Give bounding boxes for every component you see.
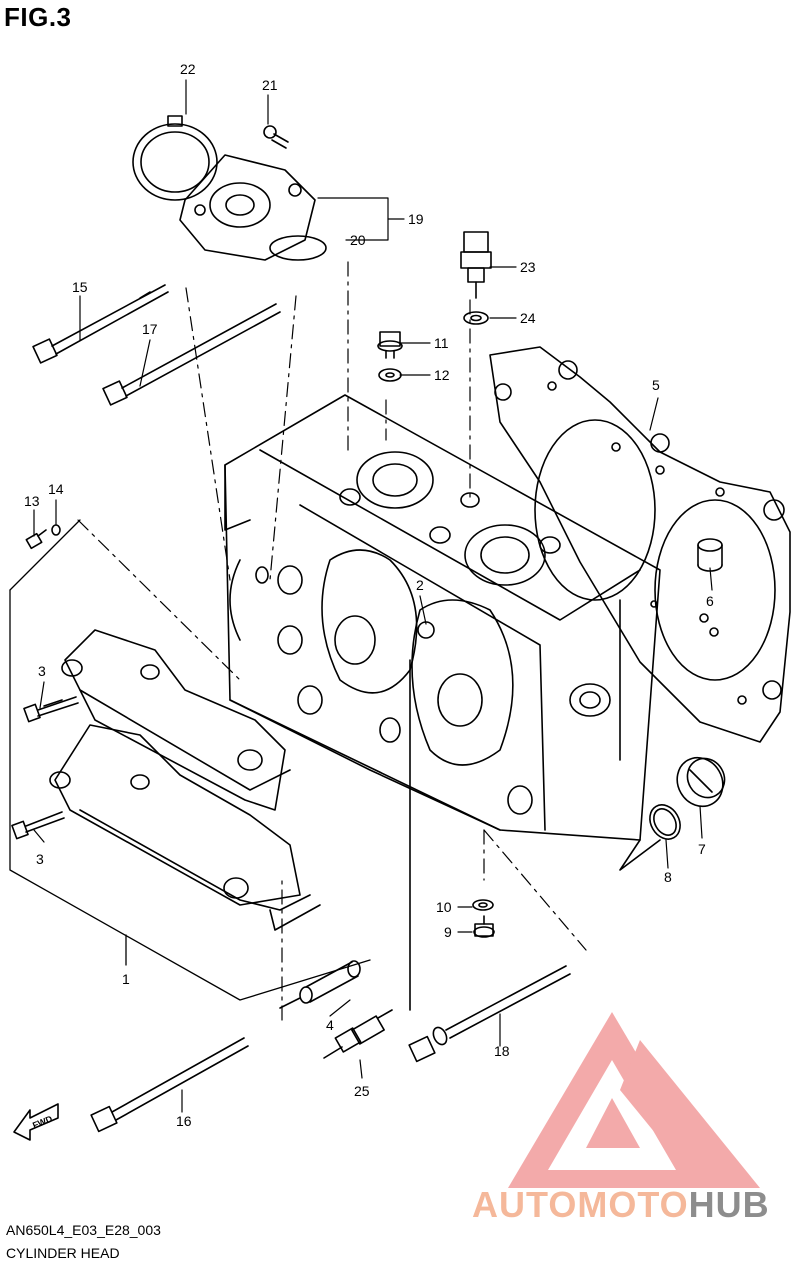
cam-holder-lower [49,724,321,931]
cam-holder-upper [61,629,291,811]
bolt-9 [473,915,495,938]
callout-8: 8 [664,869,672,885]
bolt-21 [263,125,289,149]
callout-25: 25 [354,1083,370,1099]
figure-name: CYLINDER HEAD [6,1245,120,1261]
bolt-17 [102,303,281,406]
cylinder-head-block [224,394,661,841]
dowel-pin-6 [697,538,723,572]
callout-15: 15 [72,279,88,295]
watermark-text-dark: HUB [688,1184,770,1225]
plug-cap-7 [676,756,726,808]
watermark-text-light: AUTOMOTO [472,1184,689,1225]
bolt-16 [90,1037,249,1133]
callout-2: 2 [416,577,424,593]
assembly-guide-lines [77,261,587,1021]
callout-3-lower: 3 [36,851,44,867]
callout-24: 24 [520,310,536,326]
watermark-text: AUTOMOTOHUB [472,1184,770,1226]
washer-10 [472,899,494,911]
callout-12: 12 [434,367,450,383]
dowel-4 [279,960,361,1009]
callout-20: 20 [350,232,366,248]
callout-17: 17 [142,321,158,337]
fwd-arrow-icon: FWD [13,1103,59,1141]
cylinder-head-gasket [489,346,791,743]
callout-1: 1 [122,971,130,987]
plug-13 [25,529,47,550]
item-1-bracket [9,519,371,1001]
callout-13: 13 [24,493,40,509]
o-ring-20 [269,235,327,261]
callout-23: 23 [520,259,536,275]
leader-lines [33,79,713,1113]
callout-9: 9 [444,924,452,940]
bolt-3-upper [23,696,79,723]
spark-plug-25 [323,659,411,1059]
temperature-sensor-23 [460,231,492,299]
callout-16: 16 [176,1113,192,1129]
clamp-22 [132,115,218,201]
bolt-3-lower [11,811,65,840]
callout-14: 14 [48,481,64,497]
callout-5: 5 [652,377,660,393]
callout-11: 11 [434,335,449,351]
callout-3-upper: 3 [38,663,46,679]
o-ring-8 [619,804,681,871]
callout-19: 19 [408,211,424,227]
washer-12 [378,368,402,382]
bolt-15 [32,284,169,364]
callout-10: 10 [436,899,452,915]
callout-21: 21 [262,77,278,93]
bolt-11 [377,331,403,359]
thermostat-housing-19 [179,154,316,261]
callout-7: 7 [698,841,706,857]
callout-4: 4 [326,1017,334,1033]
bolt-18 [408,965,571,1063]
washer-24 [463,311,489,325]
figure-title: FIG.3 [4,2,72,32]
seal-14 [51,524,61,536]
callout-6: 6 [706,593,714,609]
watermark-logo [508,1012,760,1188]
figure-code: AN650L4_E03_E28_003 [6,1222,161,1238]
callout-18: 18 [494,1043,510,1059]
callout-22: 22 [180,61,196,77]
